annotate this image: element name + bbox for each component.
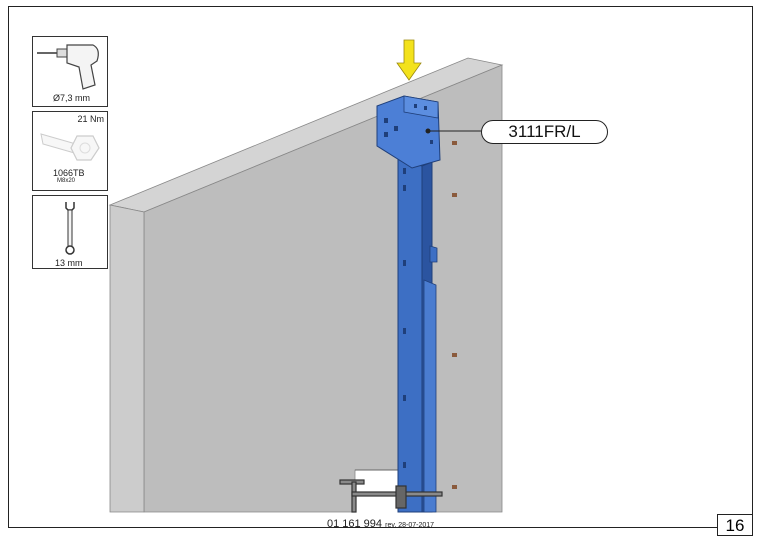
- bolt-size: M8x20: [57, 178, 76, 184]
- down-arrow: [396, 39, 422, 81]
- panel-left-strip: [109, 204, 145, 513]
- tool-wrench-box: 13 mm: [32, 195, 108, 269]
- part-callout: 3111FR/L: [481, 120, 608, 144]
- wrench-size: 13 mm: [55, 258, 83, 268]
- wrench-icon: [65, 202, 75, 255]
- drill-icon: [37, 44, 99, 90]
- bolt-torque: 21 Nm: [77, 114, 104, 124]
- revision: rev. 28-07-2017: [385, 522, 435, 529]
- tool-bolt-box: 21 Nm 1066TB M8x20: [32, 111, 108, 191]
- tool-drill-box: Ø7,3 mm: [32, 36, 108, 107]
- upright-post: [397, 157, 423, 513]
- doc-number: 01 161 994: [326, 518, 383, 530]
- drill-diameter: Ø7,3 mm: [53, 93, 91, 103]
- footer: 01 161 994 rev. 28-07-2017: [0, 518, 761, 530]
- panel-hole: [452, 485, 457, 489]
- clamp: [339, 479, 443, 513]
- bolt-code: 1066TB: [53, 168, 85, 178]
- upright-post-flange: [423, 279, 437, 513]
- bolt-icon: [40, 133, 100, 161]
- page-frame: [8, 6, 753, 528]
- page-number: 16: [717, 514, 753, 536]
- panel-hole: [452, 141, 457, 145]
- panel-hole: [452, 353, 457, 357]
- panel-hole: [452, 193, 457, 197]
